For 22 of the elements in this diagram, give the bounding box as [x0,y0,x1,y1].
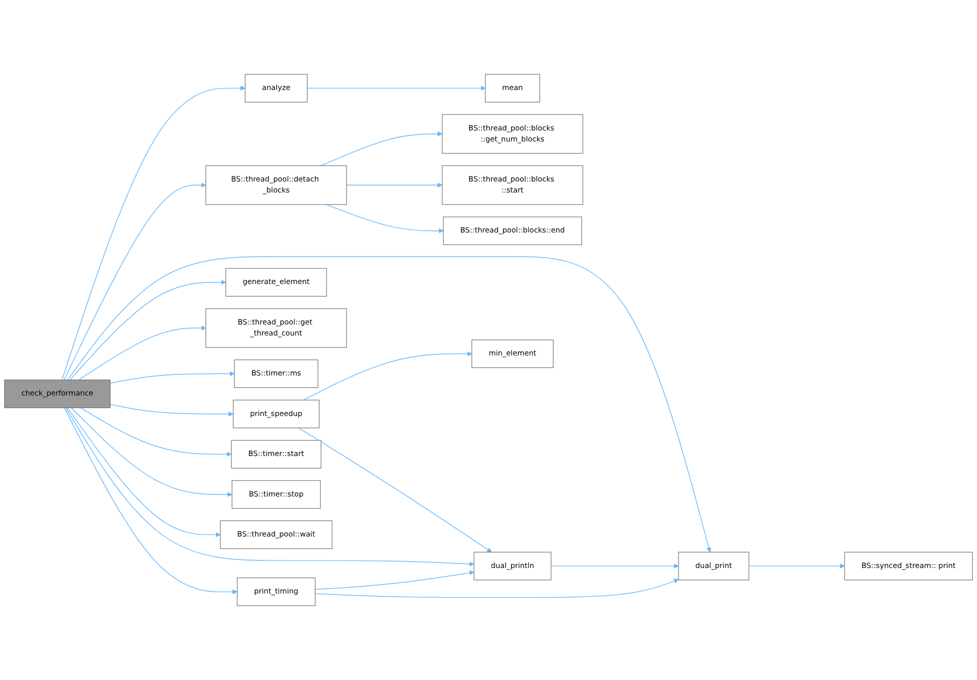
arrow [298,428,492,552]
arrow [62,86,246,380]
arrow [326,204,444,234]
arrow [78,326,206,380]
arrow [67,256,712,552]
arrow [320,131,442,166]
arrow [306,86,486,91]
arrow [80,407,232,457]
arrow [314,578,679,598]
arrow [110,371,235,384]
arrow [550,564,679,569]
arrow [64,407,238,594]
arrow [346,182,442,188]
arrow [303,351,472,400]
arrow [65,407,474,566]
arrow [314,570,474,590]
arrow [70,407,232,497]
arrow [110,404,234,416]
arrow [66,407,221,538]
arrow [64,182,206,380]
arrow [748,564,845,569]
arrow [70,280,226,380]
